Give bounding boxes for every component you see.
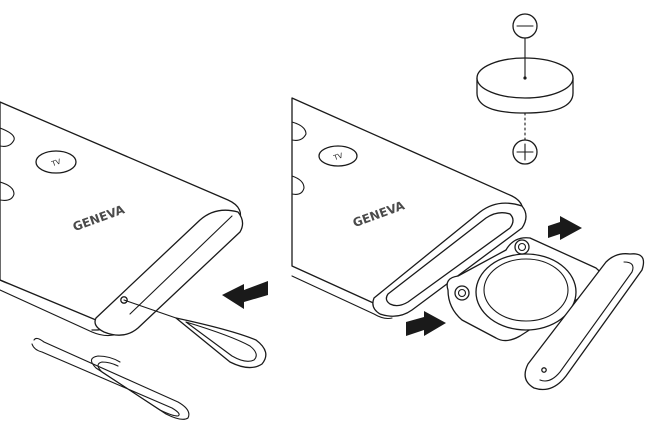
right-tv-label: TV xyxy=(332,152,344,163)
push-arrow xyxy=(222,281,268,309)
battery-tray-recess-inner xyxy=(483,258,569,322)
left-tv-button xyxy=(35,150,77,174)
right-remote-button-bottom xyxy=(291,175,305,195)
battery-tray-recess xyxy=(475,253,577,331)
battery-tray-handle xyxy=(524,253,645,391)
left-remote-button-top xyxy=(0,127,15,147)
right-remote-edge xyxy=(291,275,393,320)
plus-sign-icon xyxy=(512,139,538,165)
battery-tray-handle-hole xyxy=(541,367,547,373)
pull-arrow-bottom xyxy=(406,311,446,336)
left-remote-end-rim xyxy=(129,215,233,315)
battery-tray xyxy=(446,237,645,391)
left-remote: TV GENEVA xyxy=(0,101,244,337)
right-remote-button-top xyxy=(291,121,307,141)
right-remote: TV GENEVA xyxy=(291,97,527,320)
tray-mount-hole-top-inner xyxy=(517,242,527,252)
sim-eject-pin xyxy=(123,299,267,369)
right-tv-button xyxy=(318,145,358,167)
tray-mount-hole-left xyxy=(454,285,470,301)
left-tv-label: TV xyxy=(50,158,62,169)
paperclip-outer xyxy=(33,337,190,420)
tray-mount-hole-left-inner xyxy=(457,288,467,298)
left-remote-button-bottom xyxy=(0,181,15,201)
sim-eject-pin-loop-inner xyxy=(185,321,257,362)
paperclip-inner xyxy=(31,343,180,417)
pull-arrow-top xyxy=(548,216,582,240)
tray-mount-hole-top xyxy=(514,239,530,255)
sim-eject-pin-loop xyxy=(175,317,267,369)
sim-eject-pin-shaft xyxy=(123,299,177,319)
minus-sign-icon xyxy=(512,13,538,39)
battery-tray-handle-bevel xyxy=(539,261,634,382)
paperclip-pin xyxy=(31,337,190,420)
coin-battery xyxy=(476,37,574,141)
right-remote-slot xyxy=(385,212,514,307)
